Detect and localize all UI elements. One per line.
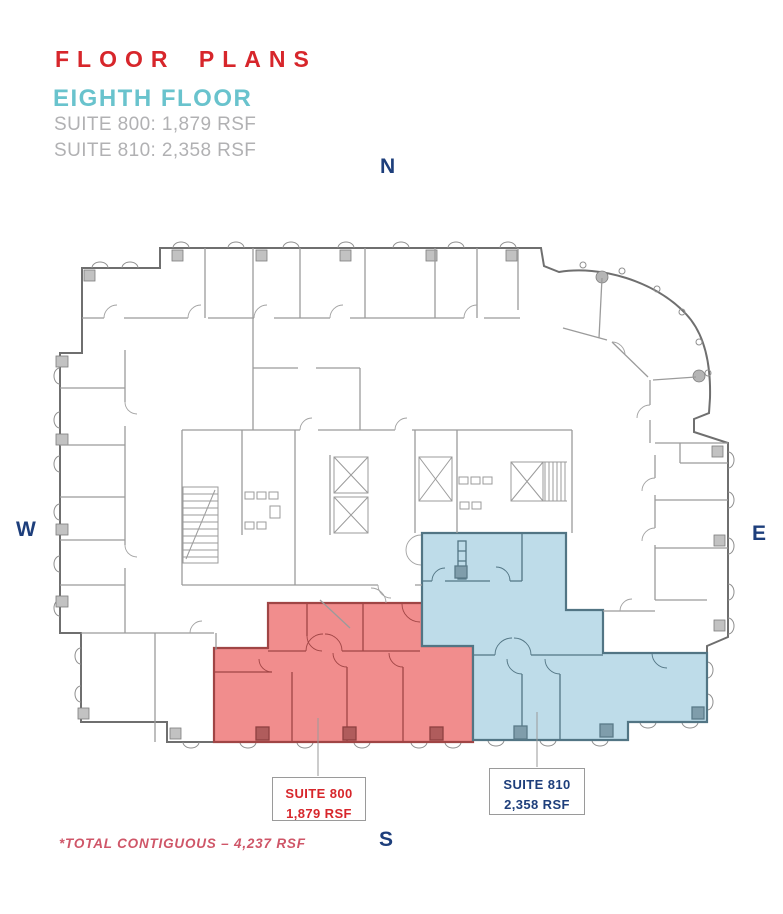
suite-810-interior	[422, 533, 705, 740]
suite-810-label-box: SUITE 810 2,358 RSF	[489, 768, 585, 815]
core-elements	[182, 456, 567, 564]
suite-810-summary: SUITE 810: 2,358 RSF	[54, 140, 257, 161]
suite-800-interior	[214, 603, 444, 742]
page-title: FLOOR PLANS	[55, 46, 317, 72]
total-contiguous-footnote: *TOTAL CONTIGUOUS – 4,237 RSF	[59, 836, 306, 851]
suite-800-name: SUITE 800	[285, 786, 353, 801]
window-bumps	[53, 241, 735, 749]
compass-north: N	[380, 155, 396, 178]
compass-south: S	[379, 828, 394, 851]
interior-walls	[60, 248, 728, 742]
door-swings	[103, 304, 656, 634]
compass-east: E	[752, 522, 767, 545]
floor-subtitle: EIGHTH FLOOR	[53, 85, 253, 112]
suite-800-rsf: 1,879 RSF	[286, 805, 352, 821]
compass-west: W	[16, 518, 36, 541]
suite-800-summary: SUITE 800: 1,879 RSF	[54, 114, 257, 135]
structural-columns	[55, 249, 726, 740]
suite-800-label-box: SUITE 800 1,879 RSF	[272, 777, 366, 821]
suite-810-rsf: 2,358 RSF	[504, 796, 570, 812]
leader-lines	[317, 712, 538, 776]
suite-810-name: SUITE 810	[503, 777, 571, 792]
suite-810-region	[420, 531, 709, 742]
